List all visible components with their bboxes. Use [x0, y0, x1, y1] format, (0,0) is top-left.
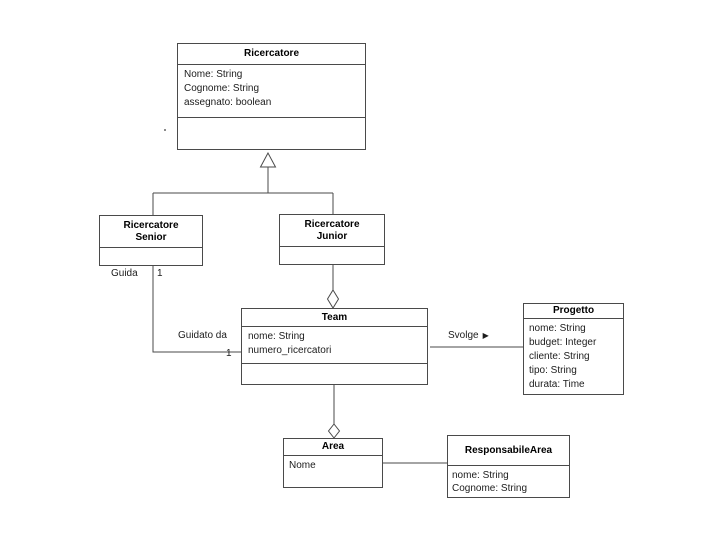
attribute: nome: String: [452, 470, 509, 481]
attribute: nome: String: [248, 331, 305, 342]
class-area[interactable]: Area Nome: [283, 438, 383, 488]
attribute: Nome: String: [184, 69, 243, 80]
operations-compartment: [178, 117, 365, 151]
class-progetto[interactable]: Progetto nome: String budget: Integer cl…: [523, 303, 624, 395]
association-label-guidato-da: Guidato da: [178, 330, 227, 341]
stray-mark: [164, 129, 166, 131]
class-ricercatore-junior[interactable]: Ricercatore Junior: [279, 214, 385, 265]
attributes-compartment: nome: String numero_ricercatori: [242, 326, 427, 363]
association-label-guida: Guida: [111, 268, 138, 279]
attribute: tipo: String: [529, 365, 577, 376]
class-ricercatore-senior[interactable]: Ricercatore Senior: [99, 215, 203, 266]
attribute: Cognome: String: [184, 83, 260, 94]
attribute: nome: String: [529, 323, 586, 334]
class-title: Ricercatore: [243, 48, 300, 59]
class-title: Ricercatore Junior: [304, 218, 360, 242]
aggregation-diamond-icon: [327, 423, 341, 439]
attribute: budget: Integer: [529, 337, 597, 348]
generalization-triangle-icon: [259, 151, 277, 168]
attributes-compartment: nome: String budget: Integer cliente: St…: [524, 318, 623, 396]
class-responsabile-area[interactable]: ResponsabileArea nome: String Cognome: S…: [447, 435, 570, 498]
class-title: Area: [321, 441, 345, 452]
multiplicity-guidato-team-end: 1: [226, 348, 232, 359]
class-team[interactable]: Team nome: String numero_ricercatori: [241, 308, 428, 385]
attribute: Cognome: String: [452, 483, 528, 494]
attribute: cliente: String: [529, 351, 590, 362]
aggregation-diamond-icon: [326, 289, 340, 309]
class-title: Ricercatore Senior: [123, 219, 179, 243]
class-ricercatore[interactable]: Ricercatore Nome: String Cognome: String…: [177, 43, 366, 150]
multiplicity-guida-senior-end: 1: [157, 268, 163, 279]
attributes-compartment: Nome: String Cognome: String assegnato: …: [178, 64, 365, 117]
attribute: durata: Time: [529, 379, 585, 390]
association-label-text: Svolge: [448, 330, 479, 341]
attributes-compartment: Nome: [284, 455, 382, 489]
attribute: Nome: [289, 460, 316, 471]
operations-compartment: [280, 246, 384, 266]
reading-direction-arrow-icon: ▶: [482, 331, 489, 340]
attribute: assegnato: boolean: [184, 97, 272, 108]
class-title: Progetto: [552, 305, 595, 316]
association-label-svolge: Svolge ▶: [448, 330, 489, 341]
operations-compartment: [242, 363, 427, 386]
class-title: ResponsabileArea: [464, 444, 553, 456]
attributes-compartment: nome: String Cognome: String: [448, 465, 569, 499]
operations-compartment: [100, 247, 202, 267]
class-title: Team: [321, 311, 348, 323]
generalization-line: [152, 167, 334, 215]
guida-association-line: [152, 266, 241, 353]
attribute: numero_ricercatori: [248, 345, 332, 356]
